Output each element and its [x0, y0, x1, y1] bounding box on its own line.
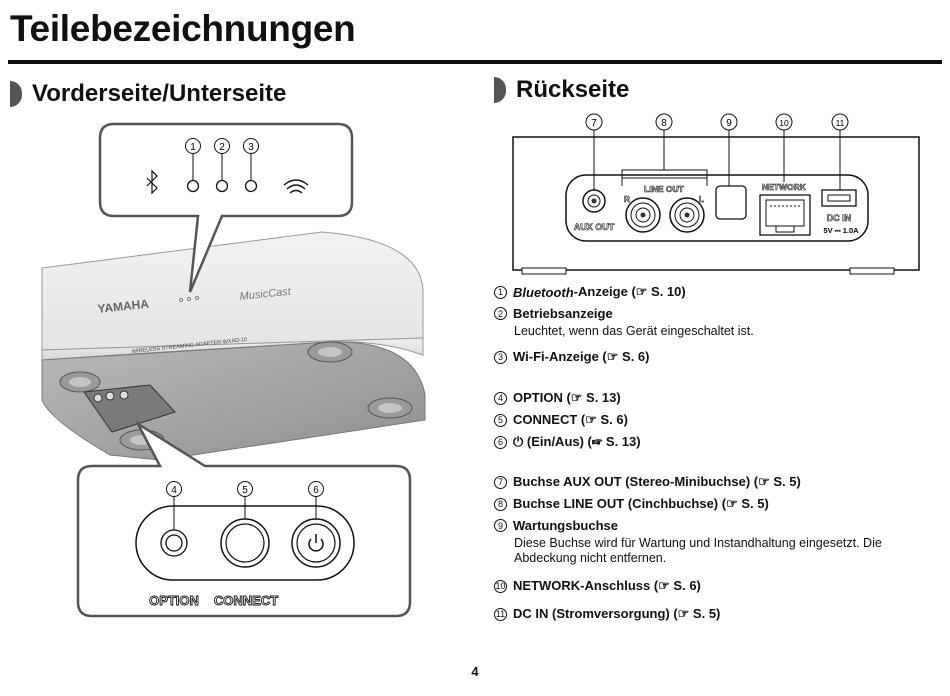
item-name: -Anzeige (☞ S. 10): [573, 284, 686, 299]
list-item: 4 OPTION (☞ S. 13): [494, 390, 934, 406]
list-item: 9 Wartungsbuchse Diese Buchse wird für Wa…: [494, 518, 934, 566]
callout-1: 1: [190, 142, 196, 153]
bluetooth-led: [186, 179, 200, 193]
dc-in-port: [821, 189, 857, 207]
list-item: 7 Buchse AUX OUT (Stereo-Minibuchse) (☞ S…: [494, 474, 934, 490]
item-description: Leuchtet, wenn das Gerät eingeschaltet i…: [514, 324, 754, 338]
list-item: 2 Betriebsanzeige Leuchtet, wenn das Gerä…: [494, 306, 934, 339]
rear-section-heading: Rückseite: [494, 76, 629, 104]
callout-6: 6: [313, 485, 319, 496]
rear-callout-numbers: 7 8 9 10 11: [585, 113, 849, 190]
item-number: 11: [494, 607, 507, 621]
item-name: ⏻ (Ein/Aus) (☞ S. 13): [513, 434, 641, 449]
device-bottom-face: [41, 341, 426, 461]
aux-out-jack: [582, 189, 606, 213]
callout-2: 2: [219, 142, 225, 153]
line-out-l-jack: [669, 197, 705, 233]
rear-connector-bay: [565, 174, 869, 242]
section-marker: [10, 81, 22, 107]
page-number: 4: [471, 664, 479, 679]
item-number: 8: [494, 497, 507, 511]
callout-8: 8: [661, 118, 667, 129]
dc-rating-label: 5V ⎓ 1.0A: [823, 226, 859, 235]
item-name: Wi-Fi-Anzeige (☞ S. 6): [513, 349, 650, 364]
page-title: Teilebezeichnungen: [10, 8, 356, 49]
front-callout-numbers-bottom: 4 5 6: [166, 481, 324, 530]
item-number: 7: [494, 475, 507, 489]
section-marker: [494, 77, 506, 103]
callout-10: 10: [779, 118, 789, 128]
item-number: 5: [494, 413, 507, 427]
callout-4: 4: [171, 485, 177, 496]
bottom-callout-balloon: [76, 420, 412, 618]
list-item: 8 Buchse LINE OUT (Cinchbuchse) (☞ S. 5): [494, 496, 934, 512]
aux-out-label: AUX OUT: [574, 222, 615, 232]
indicator-leds: [186, 179, 258, 193]
option-label: OPTION: [149, 593, 199, 608]
item-name: Buchse LINE OUT (Cinchbuchse) (☞ S. 5): [513, 496, 769, 511]
device-model: WIRELESS STREAMING ADAPTER WXAD-10: [132, 337, 248, 355]
network-port: [759, 194, 811, 236]
bluetooth-icon: [146, 169, 158, 195]
power-icon: [308, 534, 324, 552]
list-item: 11 DC IN (Stromversorgung) (☞ S. 5): [494, 606, 934, 622]
rear-panel: [512, 136, 920, 271]
item-name: CONNECT (☞ S. 6): [513, 412, 628, 427]
item-number: 10: [494, 579, 507, 593]
device-front-face: [41, 337, 424, 361]
device-feet: [59, 341, 413, 451]
item-number: 9: [494, 519, 507, 532]
item-name: OPTION (☞ S. 13): [513, 390, 621, 405]
device-indicator-dots: [179, 296, 199, 302]
callout-11: 11: [836, 118, 845, 128]
list-item: 6 ⏻ (Ein/Aus) (☞ S. 13): [494, 434, 934, 450]
line-out-r-jack: [625, 197, 661, 233]
maintenance-cover: [715, 185, 747, 220]
item-number: 3: [494, 350, 507, 364]
list-item: 3 Wi-Fi-Anzeige (☞ S. 6): [494, 349, 934, 365]
callout-3: 3: [248, 142, 254, 153]
power-led: [215, 179, 229, 193]
item-number: 2: [494, 307, 507, 320]
wifi-led: [244, 179, 258, 193]
connect-label: CONNECT: [214, 593, 278, 608]
item-name: Wartungsbuchse: [513, 518, 618, 533]
front-section-heading: Vorderseite/Unterseite: [10, 80, 286, 108]
item-number: 1: [494, 285, 507, 299]
dc-in-label: DC IN: [827, 213, 852, 223]
item-number: 6: [494, 435, 507, 449]
device-button-panel: [83, 384, 176, 433]
front-heading-text: Vorderseite/Unterseite: [32, 80, 287, 107]
item-name: Betriebsanzeige: [513, 306, 613, 321]
list-item: 5 CONNECT (☞ S. 6): [494, 412, 934, 428]
line-out-label: LINE OUT: [644, 184, 684, 194]
device-top-face: [41, 231, 424, 351]
callout-5: 5: [242, 485, 248, 496]
device-brand: YAMAHA: [97, 297, 150, 316]
rear-heading-text: Rückseite: [516, 76, 630, 103]
power-button: [291, 518, 341, 568]
item-name-italic: Bluetooth: [513, 284, 574, 300]
option-button: [160, 529, 188, 557]
top-callout-balloon: [98, 122, 354, 293]
item-number: 4: [494, 391, 507, 405]
line-l-label: L: [699, 195, 704, 204]
callout-7: 7: [591, 118, 597, 129]
device-logo: MusicCast: [239, 286, 292, 303]
item-name: Buchse AUX OUT (Stereo-Minibuchse) (☞ S.…: [513, 474, 801, 489]
list-item: 1 Bluetooth-Anzeige (☞ S. 10): [494, 284, 934, 300]
connect-button: [220, 518, 270, 568]
callout-9: 9: [726, 118, 732, 129]
title-rule: [8, 60, 942, 64]
item-name: DC IN (Stromversorgung) (☞ S. 5): [513, 606, 721, 621]
button-panel: [135, 505, 355, 581]
list-item: 10 NETWORK-Anschluss (☞ S. 6): [494, 578, 934, 594]
item-name: NETWORK-Anschluss (☞ S. 6): [513, 578, 701, 593]
line-r-label: R: [624, 195, 630, 204]
network-label: NETWORK: [762, 182, 807, 192]
wifi-icon: [283, 179, 309, 194]
item-description: Diese Buchse wird für Wartung und Instan…: [514, 536, 882, 565]
front-callout-numbers-top: 1 2 3: [185, 138, 259, 180]
